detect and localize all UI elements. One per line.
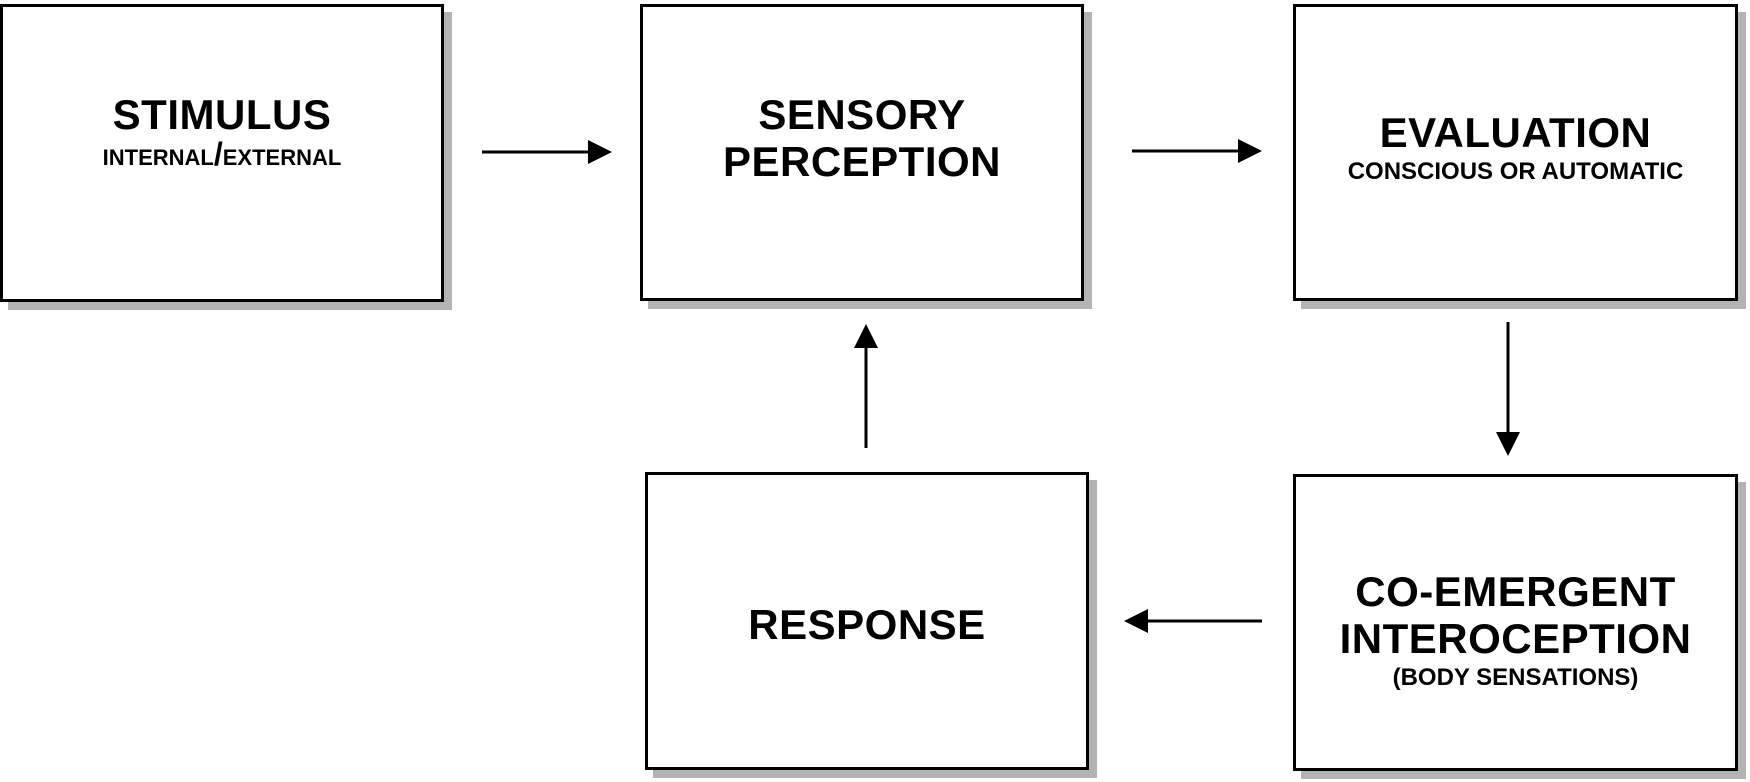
sensory-perception-box: SENSORY PERCEPTION xyxy=(640,4,1084,301)
arrow-sensory-to-evaluation xyxy=(1132,139,1262,163)
co-emergent-title-line2: INTEROCEPTION xyxy=(1339,615,1692,662)
sensory-title-line2: PERCEPTION xyxy=(722,138,1002,185)
arrow-response-to-sensory xyxy=(854,324,878,448)
evaluation-subtitle: CONSCIOUS OR AUTOMATIC xyxy=(1347,158,1684,185)
arrow-co-emergent-to-response xyxy=(1124,609,1262,633)
co-emergent-interoception-box: CO-EMERGENT INTEROCEPTION (BODY SENSATIO… xyxy=(1293,474,1738,771)
sensory-title-line1: SENSORY xyxy=(758,91,966,138)
co-emergent-subtitle: (BODY SENSATIONS) xyxy=(1392,664,1639,691)
arrow-evaluation-to-co-emergent xyxy=(1496,322,1520,456)
stimulus-title: STIMULUS xyxy=(112,91,332,138)
evaluation-box: EVALUATION CONSCIOUS OR AUTOMATIC xyxy=(1293,4,1738,301)
stimulus-box: STIMULUS Internal/External xyxy=(0,4,444,302)
response-title: RESPONSE xyxy=(748,601,986,648)
response-box: RESPONSE xyxy=(645,472,1089,770)
evaluation-title: EVALUATION xyxy=(1379,109,1652,156)
arrow-stimulus-to-sensory xyxy=(482,140,612,164)
co-emergent-title-line1: CO-EMERGENT xyxy=(1355,568,1676,615)
stimulus-subtitle: Internal/External xyxy=(102,136,342,172)
